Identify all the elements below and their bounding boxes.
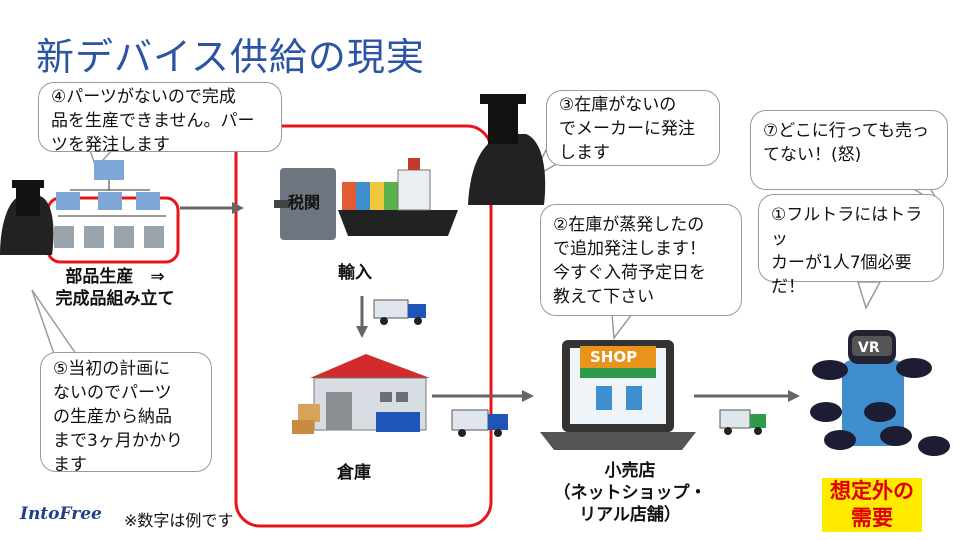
- bubble-3-text: ③在庫がないの でメーカーに発注 します: [559, 95, 695, 163]
- bubble-1-trackers: ①フルトラにはトラッ カーが1人7個必要 だ！: [758, 194, 944, 297]
- bubble-3-no-stock: ③在庫がないの でメーカーに発注 します: [546, 90, 720, 166]
- bubble-1-text: ①フルトラにはトラッ カーが1人7個必要 だ！: [771, 205, 923, 297]
- truck-icon-1: [373, 299, 426, 325]
- vr-user-icon: [810, 330, 950, 456]
- factory-org-icon: [54, 160, 166, 248]
- vr-text: VR: [858, 340, 880, 356]
- bubble-4-parts: ④パーツがないので完成 品を生産できません。パー ツを発注します: [38, 82, 282, 155]
- bubble-tail-1: [856, 281, 882, 310]
- cargo-ship-icon: [338, 158, 458, 236]
- truck-icon-2: [451, 409, 508, 437]
- truck-icon-3: [719, 409, 766, 435]
- bubble-4-text: ④パーツがないので完成 品を生産できません。パー ツを発注します: [51, 87, 255, 155]
- warehouse-icon: [292, 354, 430, 434]
- footnote: ※数字は例です: [124, 511, 234, 530]
- page-title: 新デバイス供給の現実: [36, 35, 425, 79]
- production-label: 部品生産 ⇒ 完成品組み立て: [55, 267, 175, 309]
- intofree-logo: IntoFree: [20, 504, 102, 524]
- unexpected-demand-label: 想定外の 需要: [822, 478, 922, 532]
- shop-sign-text: SHOP: [590, 348, 637, 366]
- bubble-7-angry: ⑦どこに行っても売っ てない！(怒): [750, 110, 948, 190]
- worker-left-icon: [0, 180, 54, 255]
- retail-label: 小売店 （ネットショップ・ リアル店舗）: [553, 461, 707, 525]
- bubble-7-text: ⑦どこに行っても売っ てない！(怒): [763, 121, 930, 165]
- customs-gate-icon: [274, 168, 336, 240]
- worker-manufacturer-icon: [468, 94, 546, 205]
- warehouse-label: 倉庫: [337, 463, 371, 483]
- bubble-5-text: ⑤当初の計画に ないのでパーツ の生産から納品 まで3ヶ月かかり ます: [53, 359, 183, 475]
- bubble-2-reorder: ②在庫が蒸発したの で追加発注します！ 今すぐ入荷予定日を 教えて下さい: [540, 204, 742, 316]
- bubble-tail-2: [611, 313, 634, 341]
- customs-text: 税関: [288, 193, 320, 212]
- bubble-2-text: ②在庫が蒸発したの で追加発注します！ 今すぐ入荷予定日を 教えて下さい: [553, 215, 706, 307]
- import-label: 輸入: [338, 263, 372, 283]
- import-warehouse-highlight: [234, 124, 493, 528]
- bubble-5-lead-time: ⑤当初の計画に ないのでパーツ の生産から納品 まで3ヶ月かかり ます: [40, 352, 212, 475]
- laptop-shop-icon: [540, 340, 696, 450]
